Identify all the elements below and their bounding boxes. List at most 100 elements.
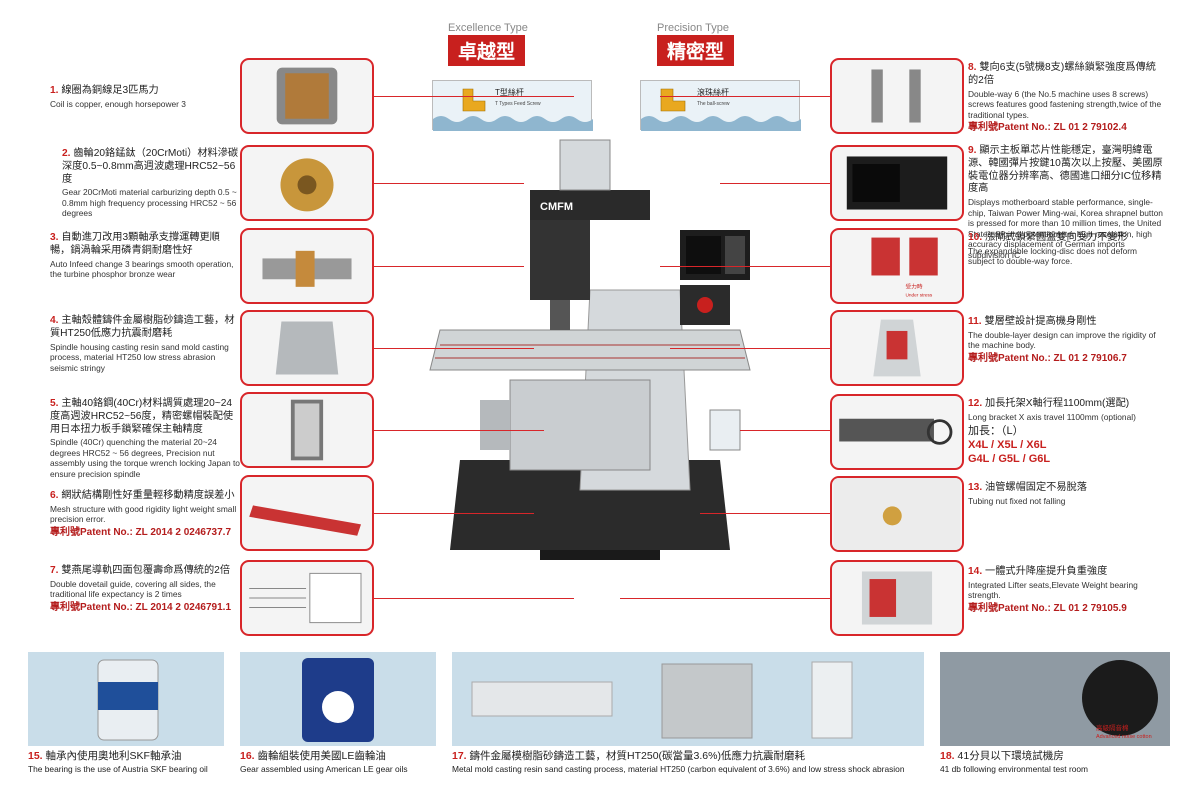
thumb-locking-disc: 受力時 Under stress xyxy=(830,228,964,304)
feature-zh: 主軸40鉻鋼(40Cr)材料調質處理20~24度高週波HRC52~56度，精密螺… xyxy=(50,398,234,435)
feature-en: Tubing nut fixed not falling xyxy=(968,495,1066,506)
feature-en: The expandable locking-disc does not def… xyxy=(968,245,1137,267)
image-castings xyxy=(452,652,924,746)
feature-en: Auto Infeed change 3 bearings smooth ope… xyxy=(50,258,234,280)
under-stress-zh: 受力時 xyxy=(906,283,923,291)
precision-type-zh: 精密型 xyxy=(657,35,735,66)
feature-zh: 主軸殼體鑄件金屬樹脂砂鑄造工藝，材質HT250低應力抗震耐磨耗 xyxy=(50,315,235,339)
feature-num: 15. xyxy=(28,750,43,762)
feature-en: Spindle housing casting resin sand mold … xyxy=(50,341,229,373)
feature-2: 2. 齒輪20鉻錳鈦（20CrMoti）材料滲碳深度0.5~0.8mm高週波處理… xyxy=(62,148,240,219)
feature-zh: 41分貝以下環境試機房 xyxy=(957,750,1064,762)
feature-en: Displays motherboard stable performance,… xyxy=(968,197,1163,260)
feature-num: 3. xyxy=(50,232,59,243)
precision-type-header: Precision Type 精密型 xyxy=(657,22,735,66)
feature-4: 4. 主軸殼體鑄件金屬樹脂砂鑄造工藝，材質HT250低應力抗震耐磨耗 Spind… xyxy=(50,315,240,373)
feature-16: 16. 齒輪組裝使用美國LE齒輪油 Gear assembled using A… xyxy=(240,750,450,775)
feature-num: 17. xyxy=(452,750,467,762)
connector-line xyxy=(700,513,830,514)
feature-12: 12. 加長托架X軸行程1100mm(選配) Long bracket X ax… xyxy=(968,398,1164,467)
feature-zh: 齒輪20鉻錳鈦（20CrMoti）材料滲碳深度0.5~0.8mm高週波處理HRC… xyxy=(62,148,239,185)
image-test-room: 高級隔音棉 Advanced noise cotton xyxy=(940,652,1170,746)
feature-14: 14. 一體式升降座提升負重強度 Integrated Lifter seats… xyxy=(968,566,1164,615)
feature-zh: 雙層壁設計提高機身剛性 xyxy=(984,316,1097,327)
thumb-screws xyxy=(830,58,964,134)
feature-zh: 線圈為銅線足3匹馬力 xyxy=(61,85,159,96)
feature-11: 11. 雙層壁設計提高機身剛性 The double-layer design … xyxy=(968,316,1164,365)
feature-en: 41 db following environmental test room xyxy=(940,763,1089,774)
feature-9: 9. 顯示主板單芯片性能穩定，臺灣明緯電源、韓國彈片按鍵10萬次以上按壓、美國原… xyxy=(968,145,1164,260)
thumb-double-wall xyxy=(830,310,964,386)
feature-en: Gear 20CrMoti material carburizing depth… xyxy=(62,187,237,219)
thumb-dovetail xyxy=(240,560,374,636)
connector-line xyxy=(720,183,830,184)
brand-logo: CMFM xyxy=(540,201,573,213)
feature-zh: 加長托架X軸行程1100mm(選配) xyxy=(985,398,1130,409)
feature-num: 1. xyxy=(50,85,59,96)
feature-5: 5. 主軸40鉻鋼(40Cr)材料調質處理20~24度高週波HRC52~56度，… xyxy=(50,398,240,479)
ball-screw-sublabel: The ball-screw xyxy=(697,101,730,107)
connector-line xyxy=(374,183,524,184)
feature-zh: 鑄件金屬模樹脂砂鑄造工藝，材質HT250(碳當量3.6%)低應力抗震耐磨耗 xyxy=(469,750,805,762)
excellence-type-zh: 卓越型 xyxy=(448,35,526,66)
connector-line xyxy=(620,598,830,599)
feature-zh: 齒輪組裝使用美國LE齒輪油 xyxy=(257,750,386,762)
feature-num: 12. xyxy=(968,398,983,409)
noise-cotton-en: Advanced noise cotton xyxy=(1096,734,1152,740)
feature-num: 7. xyxy=(50,565,59,576)
feature-en: Spindle (40Cr) quenching the material 20… xyxy=(50,437,240,479)
precision-type-en: Precision Type xyxy=(657,22,729,34)
feature-num: 16. xyxy=(240,750,255,762)
feature-en: Double-way 6 (the No.5 machine uses 8 sc… xyxy=(968,88,1162,120)
feature-en: Gear assembled using American LE gear oi… xyxy=(240,763,408,774)
feature-num: 14. xyxy=(968,566,983,577)
connector-line xyxy=(660,96,830,97)
feature-patent: 專利號Patent No.: ZL 01 2 79106.7 xyxy=(968,352,1127,364)
connector-line xyxy=(374,348,534,349)
feature-en: Double dovetail guide, covering all side… xyxy=(50,578,216,600)
image-le-gear-oil xyxy=(240,652,436,746)
feature-15: 15. 軸承內使用奧地利SKF軸承油 The bearing is the us… xyxy=(28,750,238,775)
connector-line xyxy=(660,266,830,267)
feature-zh: 雙向6支(5號機8支)螺絲鎖緊強度爲傳統的2倍 xyxy=(968,62,1156,86)
thumb-gear xyxy=(240,145,374,221)
feature-patent: 專利號Patent No.: ZL 2014 2 0246791.1 xyxy=(50,601,232,613)
t-screw-sublabel: T Types Feed Screw xyxy=(495,101,541,107)
feature-en: The double-layer design can improve the … xyxy=(968,329,1156,351)
under-stress-en: Under stress xyxy=(906,292,933,298)
thumb-spindle xyxy=(240,392,374,468)
connector-line xyxy=(374,513,534,514)
milling-machine-image: CMFM xyxy=(420,130,760,570)
feature-num: 2. xyxy=(62,148,71,159)
thumb-tubing-nut xyxy=(830,476,964,552)
feature-zh: 一體式升降座提升負重強度 xyxy=(985,566,1108,577)
feature-7: 7. 雙燕尾導軌四面包覆壽命爲傳統的2倍 Double dovetail gui… xyxy=(50,565,240,614)
thumb-auto-infeed xyxy=(240,228,374,304)
feature-num: 5. xyxy=(50,398,59,409)
feature-8: 8. 雙向6支(5號機8支)螺絲鎖緊強度爲傳統的2倍 Double-way 6 … xyxy=(968,62,1164,135)
feature-en: Integrated Lifter seats,Elevate Weight b… xyxy=(968,579,1138,601)
feature-zh: 軸承內使用奧地利SKF軸承油 xyxy=(45,750,182,762)
feature-zh: 網狀結構剛性好重量輕移動精度誤差小 xyxy=(61,490,235,501)
connector-line xyxy=(374,598,574,599)
thumb-lifter-seat xyxy=(830,560,964,636)
excellence-type-header: Excellence Type 卓越型 xyxy=(448,22,528,66)
feature-12-extra2: X4L / X5L / X6L xyxy=(968,439,1047,451)
thumb-long-bracket xyxy=(830,394,964,470)
feature-en: Mesh structure with good rigidity light … xyxy=(50,503,237,525)
feature-12-extra1: 加長：（L） xyxy=(968,425,1024,438)
feature-patent: 專利號Patent No.: ZL 01 2 79105.9 xyxy=(968,602,1127,614)
feature-18: 18. 41分貝以下環境試機房 41 db following environm… xyxy=(940,750,1170,775)
feature-num: 6. xyxy=(50,490,59,501)
thumb-spindle-housing xyxy=(240,310,374,386)
ball-screw-label: 滾珠絲杆 xyxy=(697,87,729,97)
feature-zh: 油管螺帽固定不易脫落 xyxy=(985,482,1087,493)
feature-1: 1. 線圈為銅線足3匹馬力 Coil is copper, enough hor… xyxy=(50,85,240,109)
ball-screw-diagram: 滾珠絲杆 The ball-screw xyxy=(640,80,801,131)
connector-line xyxy=(374,96,574,97)
feature-patent: 專利號Patent No.: ZL 01 2 79102.4 xyxy=(968,122,1127,133)
thumb-dro-display xyxy=(830,145,964,221)
t-screw-label: T型絲杆 xyxy=(495,87,524,97)
feature-num: 4. xyxy=(50,315,59,326)
feature-num: 10. xyxy=(968,232,983,243)
